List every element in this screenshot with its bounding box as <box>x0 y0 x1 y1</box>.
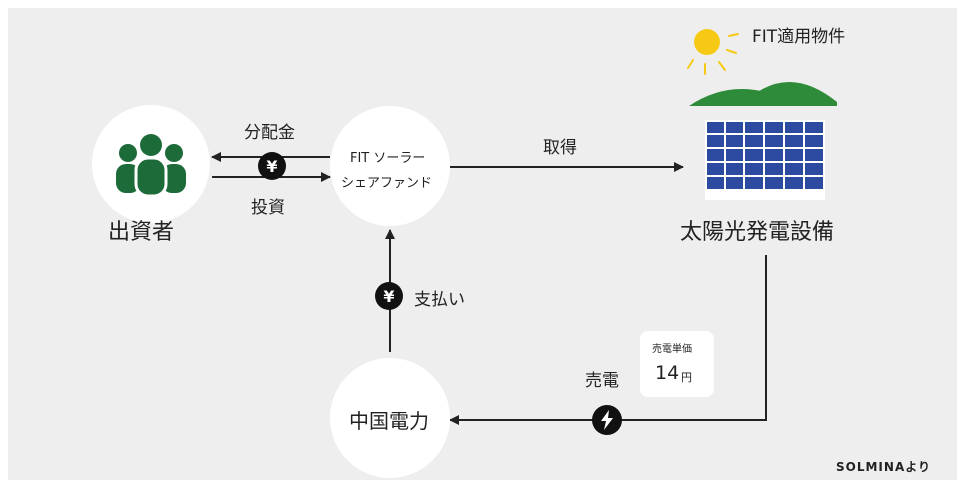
utility-label: 中国電力 <box>349 409 429 433</box>
price-card <box>640 331 714 397</box>
dividend-label: 分配金 <box>244 123 295 143</box>
hills-icon <box>689 81 837 106</box>
facility-tag: FIT適用物件 <box>752 27 846 47</box>
source-credit: SOLMINAより <box>836 460 931 474</box>
sun-icon <box>687 29 739 75</box>
price-unit: 円 <box>681 371 692 384</box>
sell-power-arrow <box>449 255 767 425</box>
sell-power-label: 売電 <box>585 371 619 391</box>
price-value: 14 <box>655 362 680 384</box>
yen-coin-icon: ¥ <box>375 282 403 310</box>
investor-group-icon <box>116 134 186 198</box>
investment-label: 投資 <box>251 198 285 218</box>
price-title: 売電単価 <box>652 344 692 355</box>
fund-label-line1: FIT ソーラー <box>350 151 426 166</box>
facility-illustration <box>687 29 837 200</box>
acquire-label: 取得 <box>543 138 577 158</box>
payment-label: 支払い <box>414 290 465 310</box>
fund-label-line2: シェアファンド <box>341 176 433 191</box>
facility-label: 太陽光発電設備 <box>680 220 835 245</box>
investor-label: 出資者 <box>108 220 175 245</box>
investor-node <box>92 105 210 223</box>
yen-coin-icon: ¥ <box>258 152 286 180</box>
solar-panel-icon <box>705 120 825 200</box>
fund-node <box>330 106 450 226</box>
utility-node <box>330 358 450 478</box>
lightning-icon <box>592 405 622 435</box>
